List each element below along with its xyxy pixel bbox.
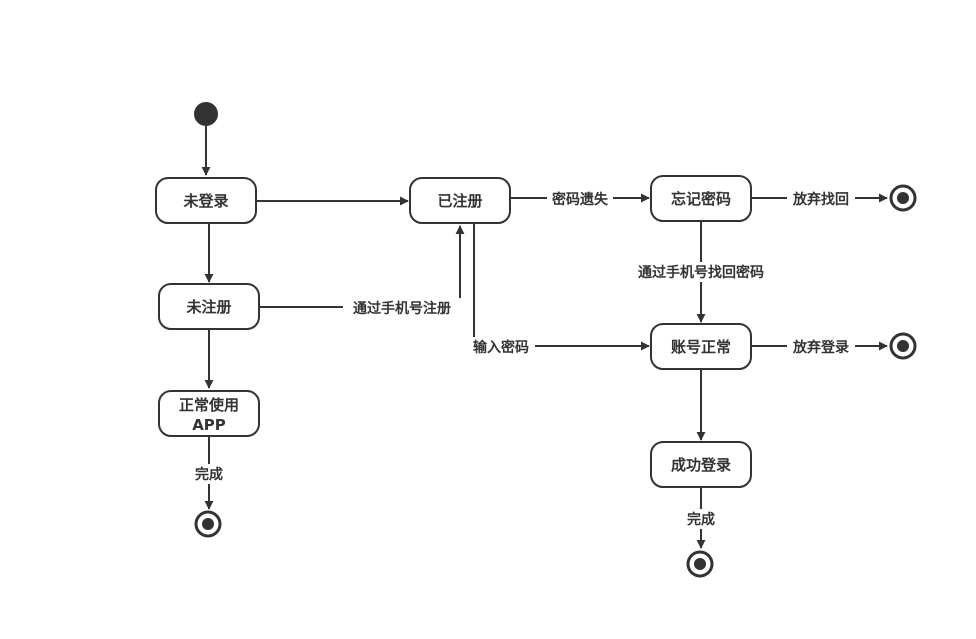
label-bg-give-up-recover <box>787 189 855 209</box>
edge-label-register-by-phone: 通过手机号注册 <box>353 300 451 317</box>
state-not-logged-in: 未登录 <box>155 177 257 224</box>
edge-label-complete-right: 完成 <box>687 511 715 528</box>
final-state-use-app-complete <box>194 510 222 538</box>
label-bg-complete-right <box>682 509 720 529</box>
edge-not-registered-to-registered <box>259 225 465 308</box>
state-account-normal: 账号正常 <box>650 323 752 370</box>
label-bg-complete-left <box>190 464 228 484</box>
state-use-app: 正常使用 APP <box>158 390 260 437</box>
label-bg-register-by-phone <box>343 298 461 318</box>
final-state-give-up-login <box>889 332 917 360</box>
final-state-inner-dot <box>897 192 909 204</box>
state-login-success-box <box>650 441 752 488</box>
label-bg-password-lost <box>547 189 613 209</box>
edge-label-give-up-recover: 放弃找回 <box>792 191 849 208</box>
state-not-registered-label: 未注册 <box>185 298 231 316</box>
state-registered: 已注册 <box>409 177 511 224</box>
state-login-success-label: 成功登录 <box>671 456 731 474</box>
edge-label-enter-password: 输入密码 <box>473 339 529 356</box>
final-state-login-complete <box>686 550 714 578</box>
state-not-logged-in-box <box>155 177 257 224</box>
state-registered-box <box>409 177 511 224</box>
state-use-app-box <box>158 390 260 437</box>
final-state-give-up-recover <box>889 184 917 212</box>
state-account-normal-box <box>650 323 752 370</box>
final-state-inner-dot <box>694 558 706 570</box>
state-not-registered-box <box>158 283 260 330</box>
edge-label-complete-left: 完成 <box>195 466 223 483</box>
label-bg-recover-by-phone <box>627 262 775 282</box>
edge-labels: 密码遗失 放弃找回 通过手机号找回密码 通过手机号注册 输入密码 放弃登录 完成… <box>190 189 855 529</box>
edges <box>201 126 888 549</box>
state-not-logged-in-label: 未登录 <box>182 192 228 210</box>
state-account-normal-label: 账号正常 <box>671 338 731 356</box>
label-bg-enter-password <box>467 337 535 357</box>
final-state-inner-dot <box>897 340 909 352</box>
state-registered-label: 已注册 <box>437 192 482 210</box>
state-forgot-password: 忘记密码 <box>650 175 752 222</box>
edge-registered-to-account-normal <box>473 223 650 351</box>
edge-label-recover-by-phone: 通过手机号找回密码 <box>638 264 764 281</box>
state-use-app-label-line1: 正常使用 <box>179 396 239 414</box>
state-forgot-password-label: 忘记密码 <box>671 190 731 208</box>
initial-state <box>194 102 218 126</box>
state-use-app-label-line2: APP <box>192 416 226 434</box>
edge-label-password-lost: 密码遗失 <box>551 191 609 208</box>
state-login-success: 成功登录 <box>650 441 752 488</box>
edge-label-give-up-login: 放弃登录 <box>792 339 849 356</box>
label-bg-give-up-login <box>787 337 855 357</box>
state-not-registered: 未注册 <box>158 283 260 330</box>
final-state-inner-dot <box>202 518 214 530</box>
state-forgot-password-box <box>650 175 752 222</box>
